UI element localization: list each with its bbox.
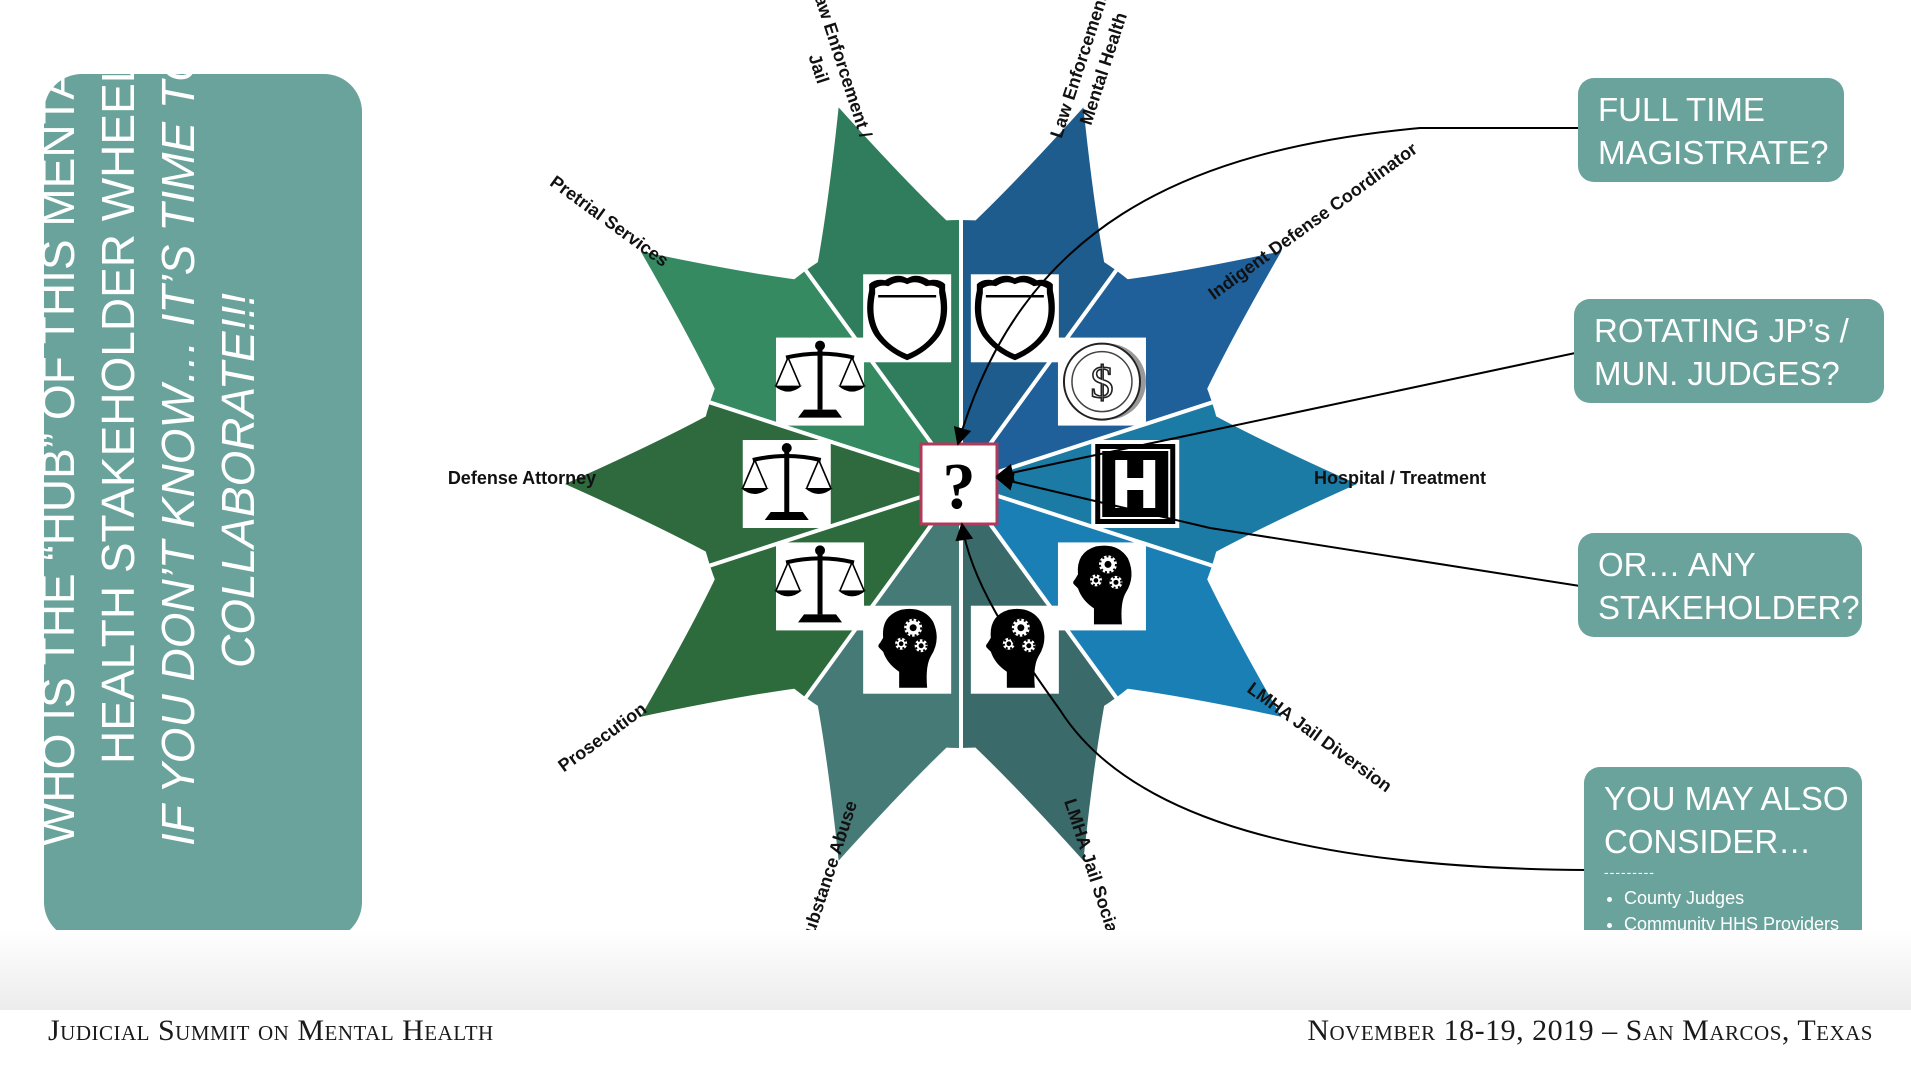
callout-consider-line-2: CONSIDER… [1604, 823, 1812, 860]
callout-any-stakeholder: OR… ANY STAKEHOLDER? [1578, 533, 1862, 637]
head-gears-icon [970, 605, 1059, 694]
wheel-sector-label-line: Hospital / Treatment [1314, 468, 1486, 488]
wheel-spike [565, 409, 719, 559]
wheel-sector-label-line: Pretrial Services [546, 172, 672, 271]
scales-icon [772, 542, 869, 631]
arrow-rotating [995, 351, 1581, 482]
wheel-sector-label: LMHA Jail Diversion [1244, 678, 1396, 796]
coin-dollar-icon [1057, 337, 1147, 426]
arrow-magistrate [953, 127, 1580, 446]
callout-rotating-line-1: ROTATING JP’s / [1594, 312, 1849, 349]
head-gears-icon [1057, 542, 1146, 631]
footer-event-date-location: November 18-19, 2019 – San Marcos, Texas [1307, 1014, 1873, 1047]
callout-any-line-1: OR… ANY [1598, 546, 1756, 583]
callout-magistrate-line-1: FULL TIME [1598, 91, 1765, 128]
connector-arrows [953, 127, 1587, 871]
list-item: County Judges [1624, 885, 1862, 911]
list-item: Community HHS Providers [1624, 911, 1862, 937]
wheel-sector-label: Law Enforcement /Mental Health [1046, 0, 1137, 148]
wheel-sector-label-line: Jail [805, 51, 833, 86]
callout-full-time-magistrate: FULL TIME MAGISTRATE? [1578, 78, 1844, 182]
wheel-sector-label-line: LMHA Jail Diversion [1244, 678, 1396, 796]
callout-consider-separator: --------- [1604, 864, 1655, 880]
arrow-consider [955, 522, 1587, 871]
callout-rotating-judges: ROTATING JP’s / MUN. JUDGES? [1574, 299, 1884, 403]
callout-rotating-line-2: MUN. JUDGES? [1594, 355, 1840, 392]
hub-question-icon: ? [943, 450, 976, 523]
footer-bar [0, 1010, 1911, 1080]
wheel-sector-label-line: Defense Attorney [448, 468, 596, 488]
title-panel [44, 74, 362, 940]
wheel-spike [640, 566, 809, 717]
shield-icon [863, 274, 952, 363]
wheel-sector-label: Pretrial Services [546, 172, 672, 271]
wheel-dividers [707, 218, 1215, 750]
scales-icon [772, 337, 869, 426]
callout-magistrate-line-2: MAGISTRATE? [1598, 134, 1829, 171]
wheel-sector-label-line: Prosecution [554, 699, 650, 776]
wheel-spike [1113, 251, 1282, 402]
wheel-divider [707, 399, 962, 486]
footer-event-title: Judicial Summit on Mental Health [48, 1014, 494, 1047]
wheel-sector-label: Defense Attorney [448, 468, 596, 488]
wheel-divider [960, 482, 1215, 569]
wheel-sector-label: Hospital / Treatment [1314, 468, 1486, 488]
arrow-any [995, 472, 1581, 587]
callout-any-line-2: STAKEHOLDER? [1598, 589, 1860, 626]
wheel-sector-label-line: Indigent Defense Coordinator [1204, 139, 1420, 304]
head-gears-icon [863, 605, 952, 694]
wheel-sector-label: Indigent Defense Coordinator [1204, 139, 1420, 304]
hospital-icon [1091, 440, 1180, 528]
wheel-spike [1113, 566, 1282, 717]
footer-fade [0, 930, 1911, 1010]
wheel-divider [707, 482, 962, 569]
wheel-sector-label: Law Enforcement /Jail [784, 0, 875, 148]
callout-consider-line-1: YOU MAY ALSO [1604, 780, 1849, 817]
wheel-spike [1203, 409, 1357, 559]
wheel-spikes [565, 107, 1357, 861]
callout-consider-list: County Judges Community HHS Providers [1584, 885, 1862, 937]
wheel-sector-label: Prosecution [554, 699, 650, 776]
wheel-spike [640, 251, 809, 402]
scales-icon [738, 440, 835, 528]
wheel-icons [738, 274, 1180, 694]
hub: ? [919, 442, 999, 526]
